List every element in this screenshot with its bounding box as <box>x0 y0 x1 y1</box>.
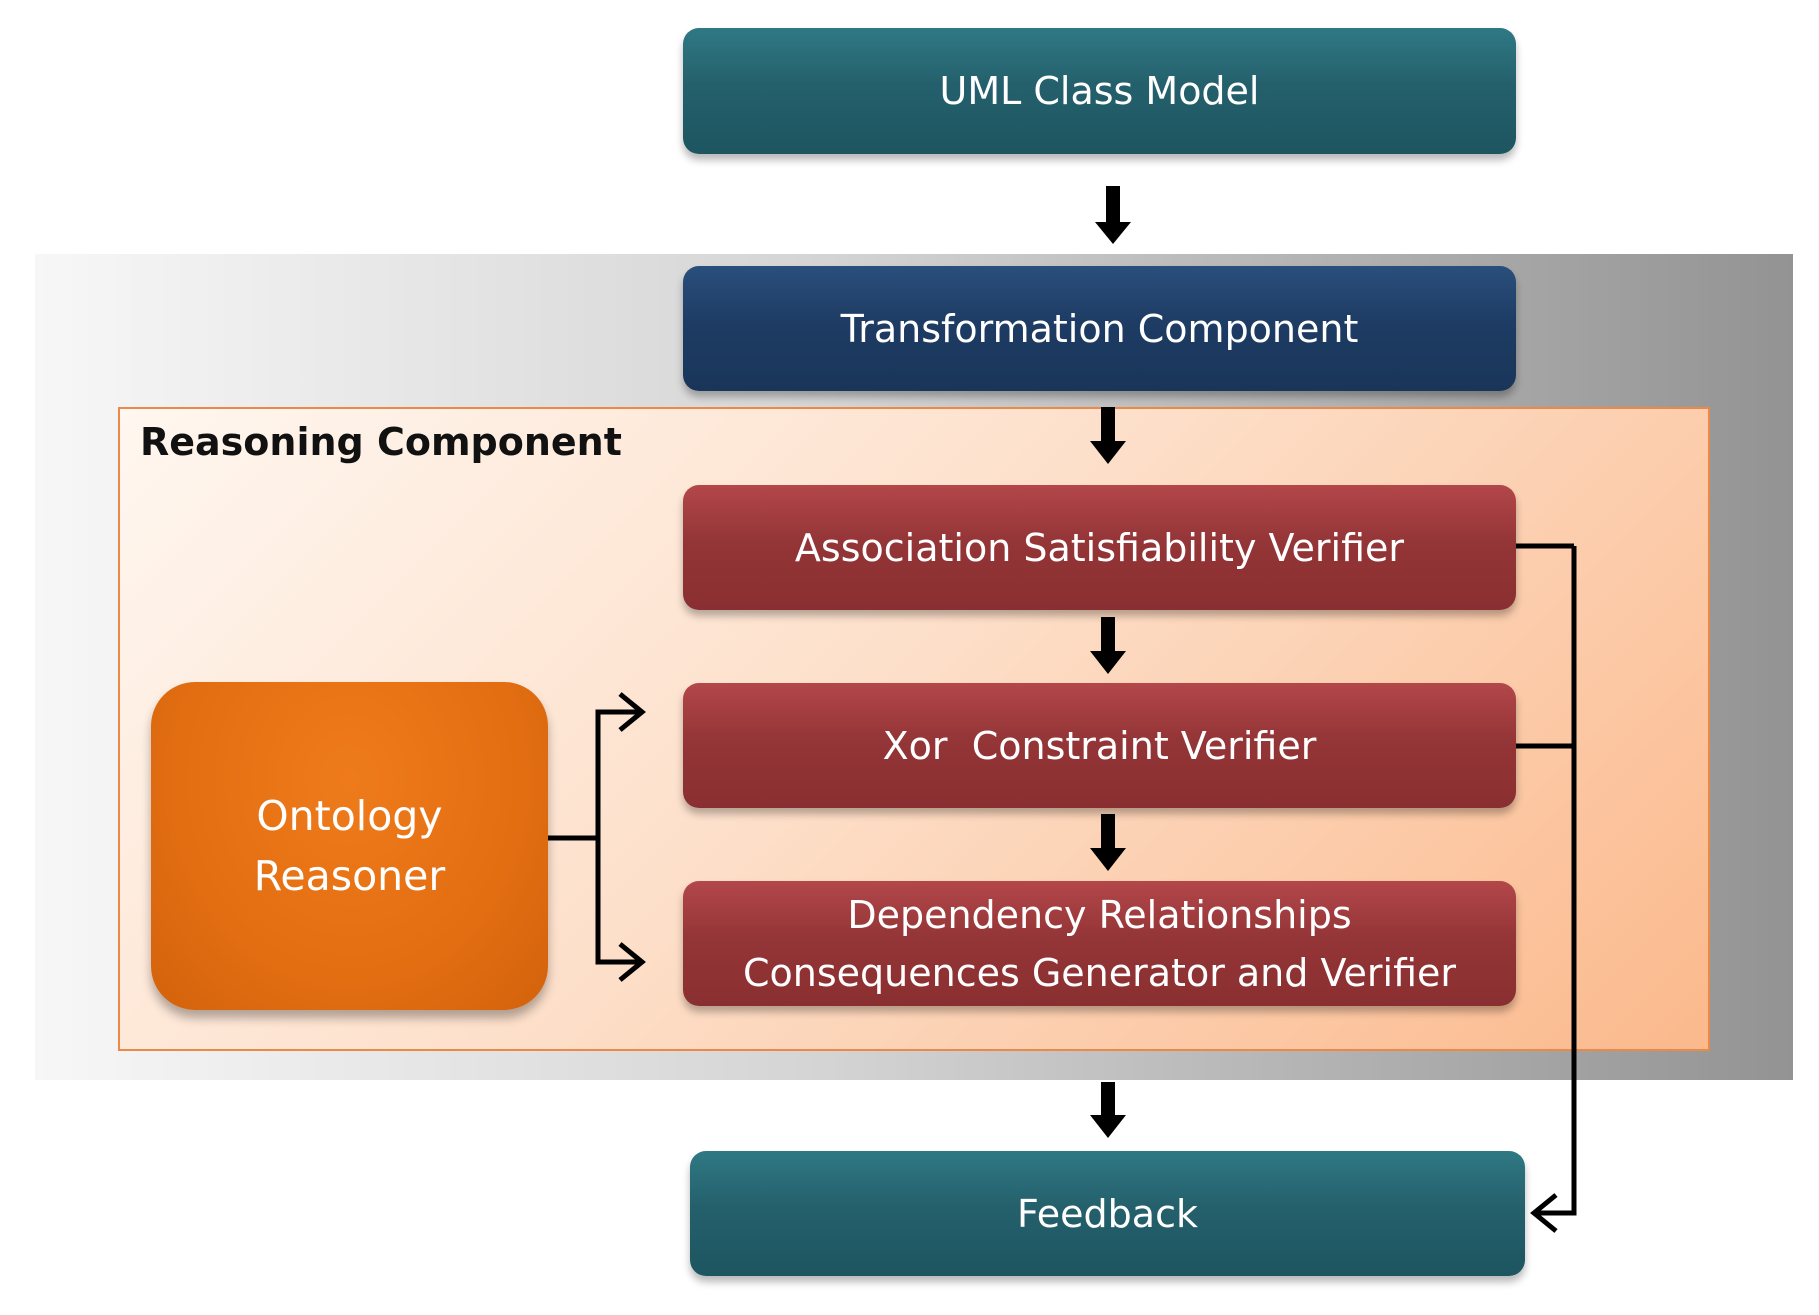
arrow-uml-to-transformation <box>1095 186 1131 244</box>
ontology-reasoner-box: Ontology Reasoner <box>151 682 548 1010</box>
transformation-component-box: Transformation Component <box>683 266 1516 391</box>
arrow-reasoning-to-feedback <box>1090 1082 1126 1138</box>
uml-class-model-box: UML Class Model <box>683 28 1516 154</box>
association-satisfiability-verifier-box: Association Satisfiability Verifier <box>683 485 1516 610</box>
reasoning-component-title: Reasoning Component <box>140 420 622 464</box>
xor-constraint-verifier-box: Xor Constraint Verifier <box>683 683 1516 808</box>
dependency-relationships-verifier-box: Dependency Relationships Consequences Ge… <box>683 881 1516 1006</box>
arrowhead-to-feedback <box>1530 1193 1558 1233</box>
feedback-box: Feedback <box>690 1151 1525 1276</box>
